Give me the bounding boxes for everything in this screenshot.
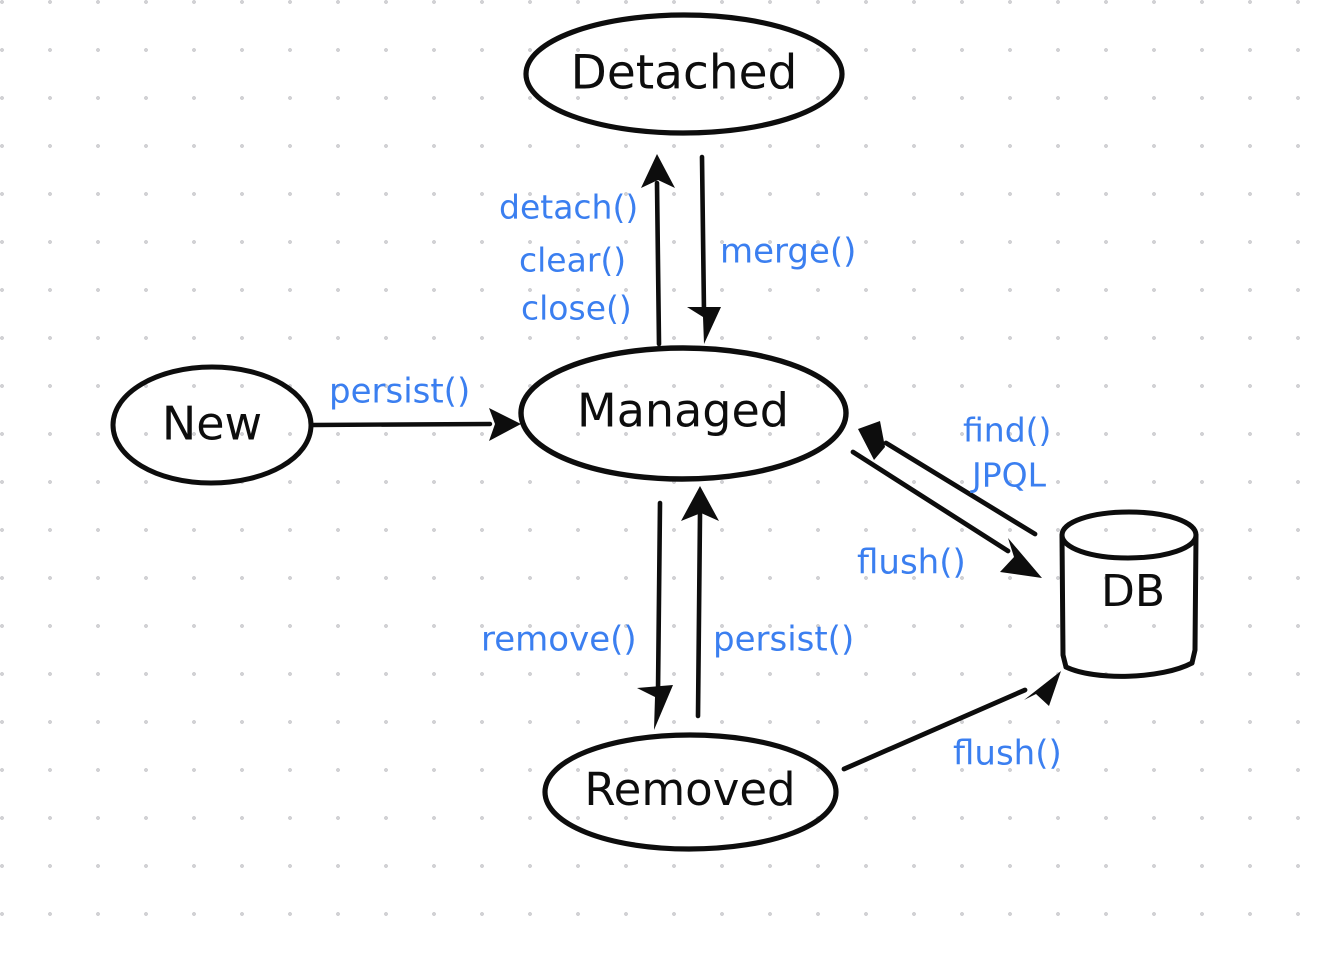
node-detached[interactable]: Detached bbox=[523, 12, 845, 136]
edge-label-detach: detach() bbox=[499, 188, 638, 227]
db-top-ellipse bbox=[1059, 509, 1199, 561]
db-label: DB bbox=[1101, 566, 1165, 617]
detached-managed-arrowhead bbox=[687, 307, 721, 344]
detached-ellipse bbox=[523, 12, 845, 136]
detached-managed-line bbox=[699, 154, 707, 315]
removed-db-line bbox=[841, 687, 1028, 772]
detached-label: Detached bbox=[571, 46, 798, 101]
managed-removed-arrowhead bbox=[637, 685, 673, 730]
new-managed-arrowhead bbox=[489, 408, 521, 441]
node-managed[interactable]: Managed bbox=[518, 345, 849, 482]
edge-db-to-managed: find() JPQL bbox=[858, 411, 1051, 537]
edge-label-clear: clear() bbox=[519, 241, 626, 280]
managed-detached-arrowhead bbox=[641, 154, 675, 188]
edge-label-persist-new: persist() bbox=[329, 372, 470, 412]
edge-label-flush-removed: flush() bbox=[953, 734, 1062, 774]
edge-label-merge: merge() bbox=[720, 232, 856, 272]
node-removed[interactable]: Removed bbox=[542, 732, 839, 852]
edge-new-to-managed: persist() bbox=[310, 372, 521, 441]
edge-managed-to-removed: remove() bbox=[481, 500, 673, 730]
edge-label-remove: remove() bbox=[481, 620, 637, 660]
edge-removed-to-managed: persist() bbox=[681, 486, 854, 719]
managed-db-arrowhead bbox=[1000, 538, 1042, 578]
removed-managed-line bbox=[695, 511, 703, 719]
managed-db-line bbox=[850, 449, 1011, 554]
db-managed-line bbox=[883, 440, 1038, 537]
edge-managed-to-detached: detach() clear() close() bbox=[499, 154, 675, 347]
managed-removed-line bbox=[655, 500, 663, 695]
removed-managed-arrowhead bbox=[681, 486, 719, 521]
node-db[interactable]: DB bbox=[1059, 509, 1199, 679]
edge-detached-to-managed: merge() bbox=[687, 154, 856, 344]
edge-label-jpql: JPQL bbox=[970, 456, 1047, 495]
managed-detached-line bbox=[654, 180, 662, 347]
db-managed-arrowhead bbox=[858, 421, 885, 460]
new-ellipse bbox=[110, 364, 314, 486]
db-left-wall bbox=[1059, 532, 1069, 670]
new-managed-line bbox=[310, 421, 493, 428]
edge-managed-to-db: flush() bbox=[850, 449, 1042, 583]
db-bottom-curve bbox=[1063, 660, 1195, 679]
managed-ellipse bbox=[518, 345, 849, 482]
removed-label: Removed bbox=[584, 763, 795, 816]
edge-label-flush-managed: flush() bbox=[857, 543, 966, 583]
removed-db-arrowhead bbox=[1024, 671, 1061, 706]
edge-label-find: find() bbox=[963, 411, 1051, 450]
managed-label: Managed bbox=[577, 384, 789, 438]
new-label: New bbox=[162, 397, 262, 451]
removed-ellipse bbox=[542, 732, 839, 852]
node-new[interactable]: New bbox=[110, 364, 314, 486]
edge-label-close: close() bbox=[521, 289, 632, 328]
edge-label-persist-removed: persist() bbox=[713, 620, 854, 660]
edge-removed-to-db: flush() bbox=[841, 671, 1062, 774]
db-right-wall bbox=[1189, 532, 1199, 666]
